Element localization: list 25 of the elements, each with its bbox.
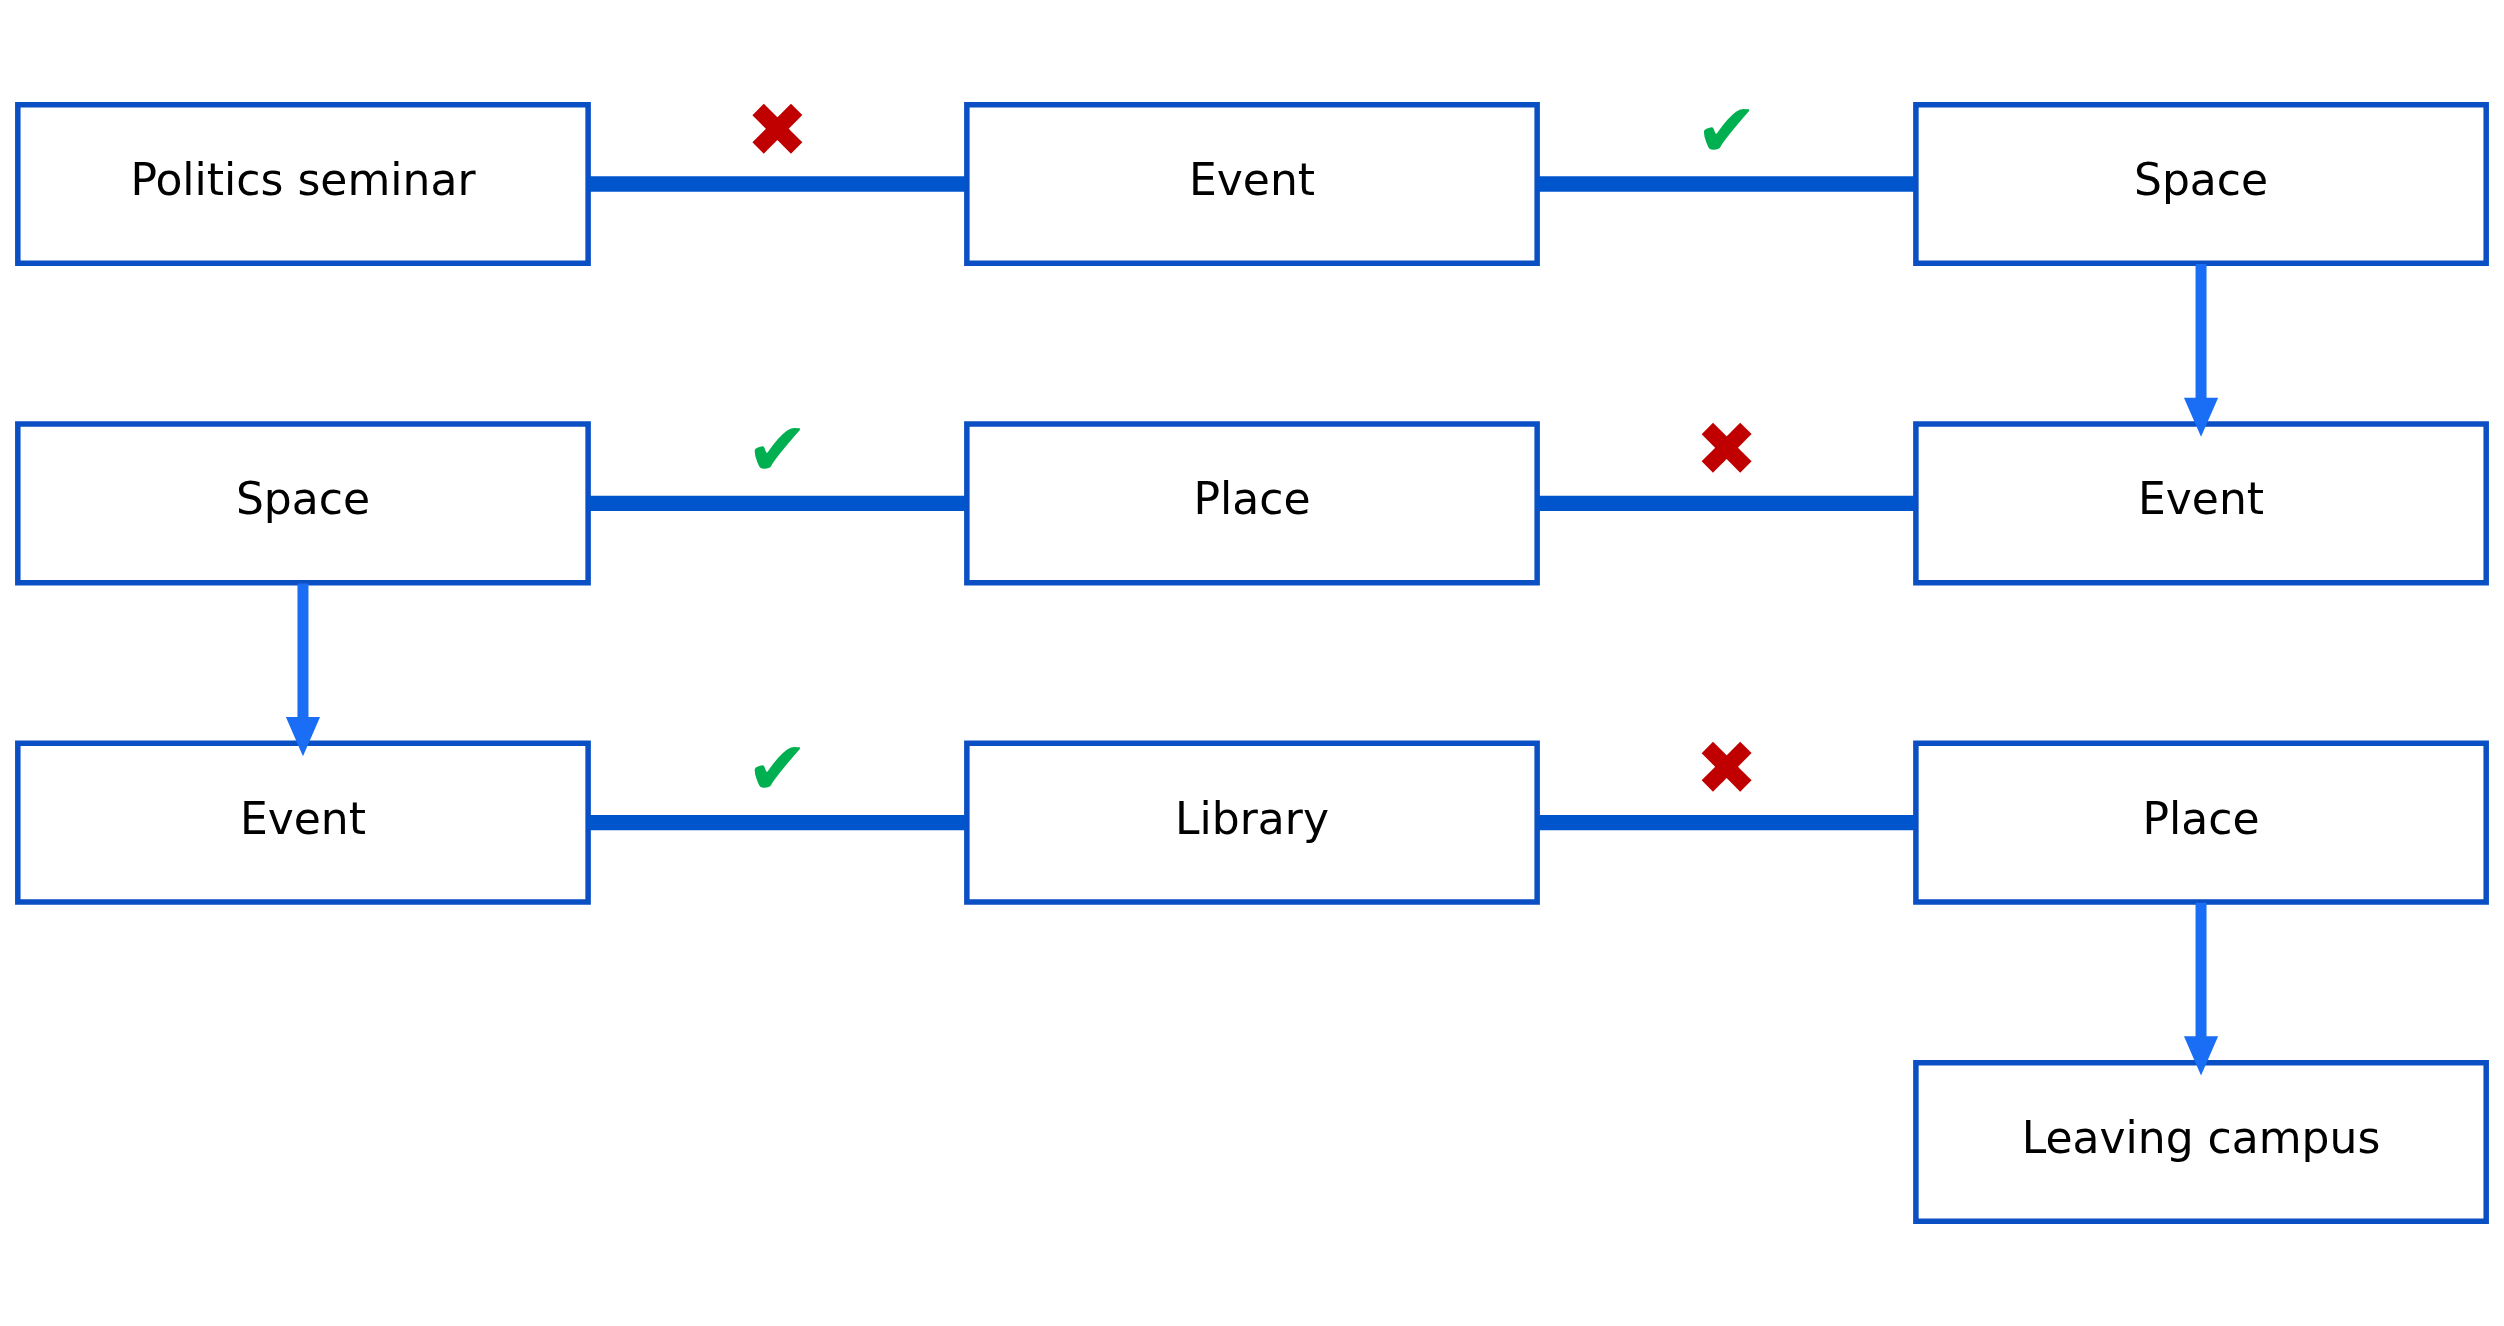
edge-label: ✖ <box>1695 725 1758 813</box>
edge-label: ✖ <box>1695 406 1758 494</box>
node-box: Event <box>964 102 1540 267</box>
node-box: Event <box>15 740 591 905</box>
node-box: Leaving campus <box>1913 1059 2489 1224</box>
edge-label: ✔ <box>746 406 809 494</box>
connector <box>1537 495 1916 512</box>
edge-label: ✖ <box>746 86 809 174</box>
node-box: Library <box>964 740 1540 905</box>
arrow <box>2183 902 2219 1076</box>
connector <box>588 495 967 512</box>
edge-label: ✔ <box>746 725 809 813</box>
arrow <box>2183 264 2219 437</box>
arrow <box>285 583 321 757</box>
node-box: Space <box>15 421 591 586</box>
connector <box>588 176 967 192</box>
connector <box>588 814 967 831</box>
node-box: Place <box>1913 740 2489 905</box>
node-box: Space <box>1913 102 2489 267</box>
node-box: Event <box>1913 421 2489 586</box>
node-box: Politics seminar <box>15 102 591 267</box>
node-box: Place <box>964 421 1540 586</box>
edge-label: ✔ <box>1695 86 1758 174</box>
connector <box>1537 176 1916 192</box>
connector <box>1537 814 1916 831</box>
